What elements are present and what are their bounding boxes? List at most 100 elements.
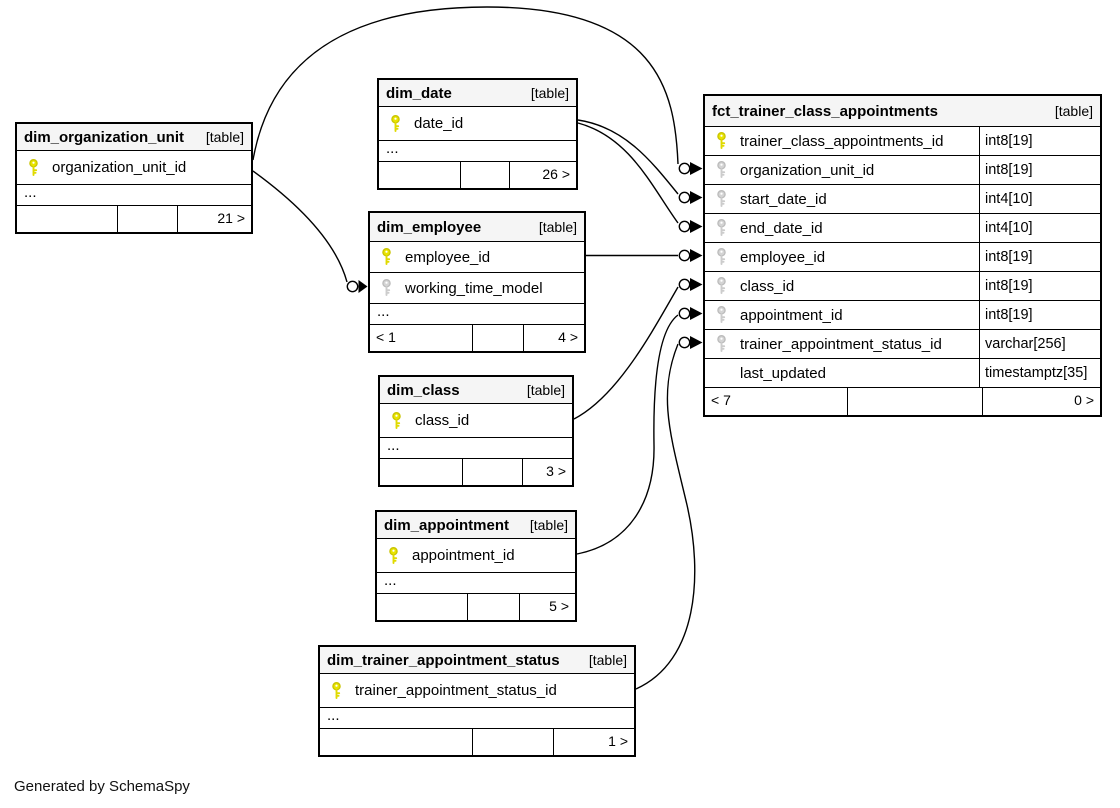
column-row[interactable]: organization_unit_id: [17, 151, 251, 185]
table-name: dim_trainer_appointment_status: [327, 651, 560, 669]
table-dim-class[interactable]: dim_class [table] class_id ... 3 >: [378, 375, 574, 487]
column-row[interactable]: last_updated timestamptz[35]: [705, 359, 1100, 388]
pager-row: 3 >: [380, 459, 572, 485]
column-name: class_id: [415, 412, 470, 429]
foreign-key-icon: [717, 306, 726, 323]
foreign-key-icon: [717, 219, 726, 236]
column-row[interactable]: trainer_appointment_status_id varchar[25…: [705, 330, 1100, 359]
ellipsis-row: ...: [380, 438, 572, 459]
table-header[interactable]: dim_appointment [table]: [377, 512, 575, 539]
column-name: last_updated: [740, 364, 826, 382]
column-row[interactable]: organization_unit_id int8[19]: [705, 156, 1100, 185]
table-name: dim_organization_unit: [24, 128, 185, 146]
column-type: int8[19]: [985, 162, 1033, 178]
generator-note: Generated by SchemaSpy: [14, 778, 190, 795]
foreign-key-icon: [717, 190, 726, 207]
column-type: varchar[256]: [985, 336, 1066, 352]
edge-class-to-fact: [573, 286, 679, 420]
column-name: employee_id: [405, 248, 491, 266]
column-name: appointment_id: [740, 306, 843, 324]
edge-org-to-employee-working-time-model: [252, 170, 348, 283]
pager-left: [377, 594, 467, 620]
column-type: timestamptz[35]: [985, 365, 1088, 381]
table-type-badge: [table]: [1054, 103, 1093, 119]
column-row[interactable]: working_time_model: [370, 273, 584, 304]
column-type: int4[10]: [985, 191, 1033, 207]
column-row[interactable]: class_id: [380, 404, 572, 438]
foreign-key-icon: [717, 248, 726, 265]
table-name: dim_date: [386, 84, 452, 102]
table-header[interactable]: dim_organization_unit [table]: [17, 124, 251, 151]
column-row[interactable]: employee_id int8[19]: [705, 243, 1100, 272]
ellipsis-row: ...: [379, 141, 576, 162]
table-header[interactable]: dim_class [table]: [380, 377, 572, 404]
table-type-badge: [table]: [205, 129, 244, 145]
table-type-badge: [table]: [538, 219, 577, 235]
column-row[interactable]: appointment_id: [377, 539, 575, 573]
edge-date-to-fact-end-date: [577, 122, 679, 224]
table-name: dim_employee: [377, 218, 482, 236]
table-dim-appointment[interactable]: dim_appointment [table] appointment_id .…: [375, 510, 577, 622]
column-name: appointment_id: [412, 547, 515, 564]
table-dim-employee[interactable]: dim_employee [table] employee_id working…: [368, 211, 586, 353]
edge-org-to-fact: [252, 6, 679, 165]
column-row[interactable]: start_date_id int4[10]: [705, 185, 1100, 214]
column-name: organization_unit_id: [52, 159, 187, 176]
ellipsis-row: ...: [370, 304, 584, 325]
pager-left: [320, 729, 472, 755]
foreign-key-icon: [717, 335, 726, 352]
table-type-badge: [table]: [526, 382, 565, 398]
connector-circle: [678, 278, 691, 291]
pager-right: 1 >: [553, 729, 634, 755]
primary-key-icon: [717, 132, 726, 149]
pager-mid: [472, 325, 523, 351]
ellipsis-row: ...: [320, 708, 634, 729]
column-type: int8[19]: [985, 307, 1033, 323]
connector-circle: [346, 280, 359, 293]
foreign-key-icon: [382, 279, 391, 296]
pager-left: < 7: [711, 392, 731, 408]
column-row[interactable]: appointment_id int8[19]: [705, 301, 1100, 330]
connector-circle: [678, 336, 691, 349]
column-row[interactable]: trainer_appointment_status_id: [320, 674, 634, 708]
column-row[interactable]: end_date_id int4[10]: [705, 214, 1100, 243]
pager-row: 1 >: [320, 729, 634, 755]
connector-arrow: [358, 280, 368, 293]
table-header[interactable]: dim_date [table]: [379, 80, 576, 107]
column-row[interactable]: class_id int8[19]: [705, 272, 1100, 301]
column-type: int4[10]: [985, 220, 1033, 236]
pager-mid: [462, 459, 522, 485]
column-name: start_date_id: [740, 190, 827, 208]
column-name: trainer_appointment_status_id: [740, 335, 942, 353]
pager-row: 21 >: [17, 206, 251, 232]
table-dim-date[interactable]: dim_date [table] date_id ... 26 >: [377, 78, 578, 190]
column-name: working_time_model: [405, 279, 543, 297]
table-header[interactable]: fct_trainer_class_appointments [table]: [705, 96, 1100, 127]
column-type: int8[19]: [985, 278, 1033, 294]
pager-right: 4 >: [523, 325, 584, 351]
table-header[interactable]: dim_employee [table]: [370, 213, 584, 242]
pager-row: < 1 4 >: [370, 325, 584, 351]
table-type-badge: [table]: [529, 517, 568, 533]
table-dim-organization-unit[interactable]: dim_organization_unit [table] organizati…: [15, 122, 253, 234]
edge-appointment-to-fact: [576, 314, 679, 555]
pager-left: < 1: [376, 329, 396, 345]
connector-arrow: [690, 220, 703, 233]
primary-key-icon: [391, 114, 400, 132]
table-header[interactable]: dim_trainer_appointment_status [table]: [320, 647, 634, 674]
pager-mid: [467, 594, 519, 620]
column-row[interactable]: employee_id: [370, 242, 584, 273]
table-name: dim_class: [387, 381, 460, 399]
column-name: end_date_id: [740, 219, 823, 237]
column-name: date_id: [414, 115, 464, 132]
connector-circle: [678, 307, 691, 320]
column-row[interactable]: date_id: [379, 107, 576, 141]
pager-left: [17, 206, 117, 232]
column-row[interactable]: trainer_class_appointments_id int8[19]: [705, 127, 1100, 156]
table-dim-trainer-appointment-status[interactable]: dim_trainer_appointment_status [table] t…: [318, 645, 636, 757]
table-fct-trainer-class-appointments[interactable]: fct_trainer_class_appointments [table] t…: [703, 94, 1102, 417]
pager-row: 26 >: [379, 162, 576, 188]
foreign-key-icon: [717, 277, 726, 294]
